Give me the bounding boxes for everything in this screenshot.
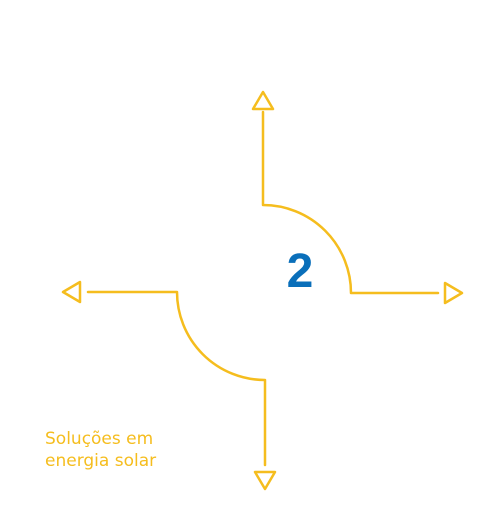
left-arrow-icon xyxy=(61,280,82,304)
up-arrow-icon xyxy=(251,90,275,111)
caption-text: Soluções em energia solar xyxy=(45,428,245,472)
right-arrow-icon xyxy=(443,281,464,305)
down-arrow-icon xyxy=(253,470,277,491)
caption-line-2: energia solar xyxy=(45,451,157,471)
caption-line-1: Soluções em xyxy=(45,429,154,449)
step-number: 2 xyxy=(286,245,314,298)
bottom-connector-line xyxy=(86,290,267,467)
top-connector-line xyxy=(261,110,440,295)
